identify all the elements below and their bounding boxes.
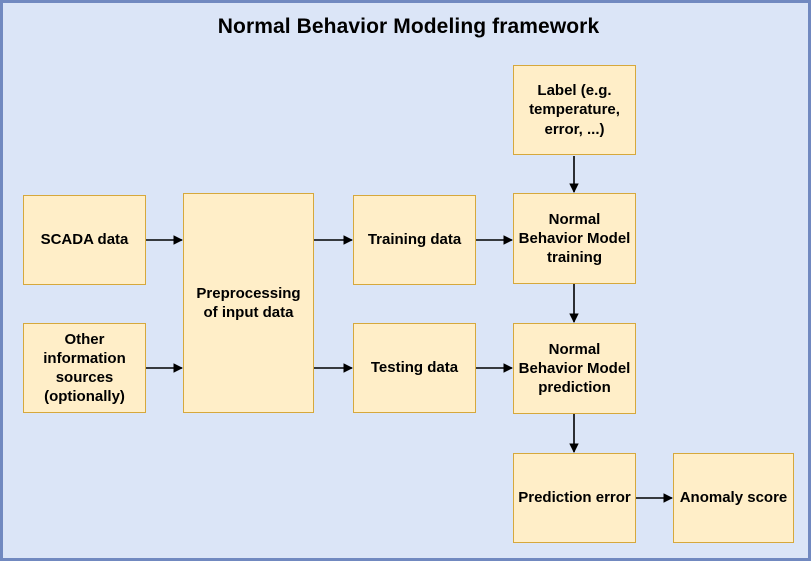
node-anomaly-score[interactable]: Anomaly score — [673, 453, 794, 543]
node-testing-data[interactable]: Testing data — [353, 323, 476, 413]
node-scada-data[interactable]: SCADA data — [23, 195, 146, 285]
node-prediction-error[interactable]: Prediction error — [513, 453, 636, 543]
node-preprocessing-of-input-data[interactable]: Preprocessing of input data — [183, 193, 314, 413]
node-normal-behavior-model-prediction[interactable]: Normal Behavior Model prediction — [513, 323, 636, 414]
node-normal-behavior-model-training[interactable]: Normal Behavior Model training — [513, 193, 636, 284]
node-training-data[interactable]: Training data — [353, 195, 476, 285]
node-other-information-sources[interactable]: Other information sources (optionally) — [23, 323, 146, 413]
node-label-temperature-error[interactable]: Label (e.g. temperature, error, ...) — [513, 65, 636, 155]
page-title: Normal Behavior Modeling framework — [217, 15, 600, 38]
